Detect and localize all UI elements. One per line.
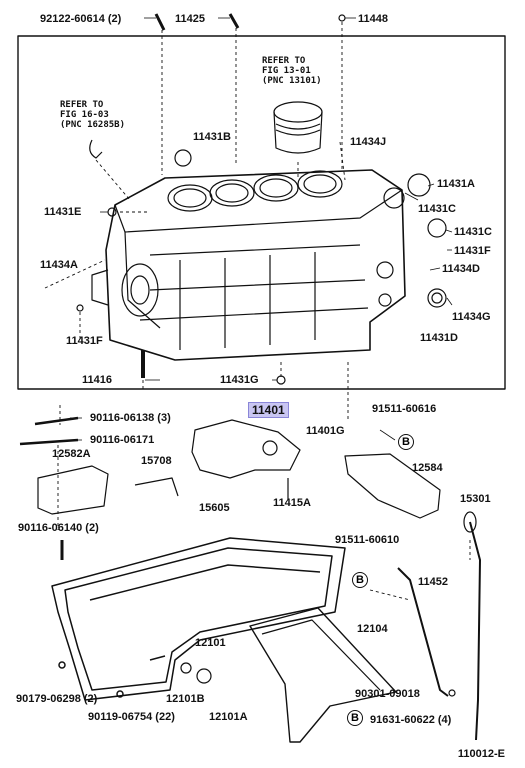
dipstick-handle [463,511,477,533]
bolts-top [154,13,240,31]
label-90116-06140[interactable]: 90116-06140 (2) [18,522,99,534]
label-15605[interactable]: 15605 [199,502,230,514]
oil-pan-drawing [51,537,346,701]
piston-reference-note: REFER TO FIG 13-01 (PNC 13101) [262,56,322,86]
ref-bubble-b-upper: B [398,434,414,450]
dipstick-guide-11452 [397,567,449,697]
label-11434d[interactable]: 11434D [442,263,480,275]
plug-11431e [107,207,117,217]
label-11434a[interactable]: 11434A [40,259,78,271]
drain-gasket [180,662,192,674]
stud-90116-06171 [19,438,79,446]
label-11452[interactable]: 11452 [418,576,448,588]
plug-11431a [407,173,431,197]
label-90116-06138[interactable]: 90116-06138 (3) [90,412,171,424]
ref-bubble-b-lower: B [347,710,363,726]
label-12101a[interactable]: 12101A [209,711,248,723]
label-11434j[interactable]: 11434J [350,136,387,148]
label-12582a[interactable]: 12582A [52,448,91,460]
label-90116-06171[interactable]: 90116-06171 [90,434,155,446]
ref-bubble-b-middle: B [352,572,368,588]
diagram-code: 110012-E [457,748,505,760]
drain-plug [196,668,212,684]
label-11401-highlighted[interactable]: 11401 [248,402,289,418]
label-90301-09018[interactable]: 90301-09018 [355,688,420,700]
label-12101[interactable]: 12101 [195,637,226,649]
label-11431c[interactable]: 11431C [418,203,456,215]
label-92122-60614[interactable]: 92122-60614 (2) [40,13,122,25]
plug-11431g [276,375,286,385]
plug-11431f [76,304,84,312]
label-11401g[interactable]: 11401G [306,425,345,437]
label-11431a[interactable]: 11431A [437,178,475,190]
label-11434g[interactable]: 11434G [452,311,491,323]
stiffener-12104 [249,607,397,743]
label-90119-06754[interactable]: 90119-06754 (22) [88,711,175,723]
plug-11431d [427,288,447,308]
plug-11431c-2 [427,218,447,238]
gauge-pipe [89,139,103,159]
label-11448[interactable]: 11448 [358,13,388,25]
label-12584[interactable]: 12584 [412,462,443,474]
label-11431g[interactable]: 11431G [220,374,259,386]
gauge-reference-note: REFER TO FIG 16-03 (PNC 16285B) [60,100,126,130]
plug-11431b [174,149,192,167]
label-15708[interactable]: 15708 [141,455,172,467]
baffle-12582a [37,465,109,515]
label-11431e[interactable]: 11431E [44,206,82,218]
plug-11448 [338,14,346,22]
label-11415a[interactable]: 11415A [273,497,311,509]
label-90179-06298[interactable]: 90179-06298 (2) [16,693,98,705]
label-11431d[interactable]: 11431D [420,332,458,344]
leader-lines [44,22,471,601]
stud-90116-06138 [34,416,79,426]
label-leaders [70,17,453,441]
label-11416[interactable]: 11416 [82,374,112,386]
label-91511-60616[interactable]: 91511-60616 [372,403,437,415]
baffle-12584 [344,453,441,519]
label-11431c-2[interactable]: 11431C [454,226,492,238]
engine-block-drawing [91,169,406,361]
label-15301[interactable]: 15301 [460,493,491,505]
label-91511-60610[interactable]: 91511-60610 [335,534,400,546]
group-frame [17,35,506,390]
label-11425[interactable]: 11425 [175,13,205,25]
label-11431f[interactable]: 11431F [454,245,491,257]
label-11431b[interactable]: 11431B [193,131,231,143]
oil-strainer-drawing [134,419,301,500]
label-11431f-2[interactable]: 11431F [66,335,103,347]
plug-11431c [383,187,405,209]
piston-drawing [273,101,323,154]
label-91631-60622[interactable]: 91631-60622 (4) [370,714,452,726]
label-12104[interactable]: 12104 [357,623,388,635]
dipstick-15301 [469,521,481,741]
label-12101b[interactable]: 12101B [166,693,205,705]
